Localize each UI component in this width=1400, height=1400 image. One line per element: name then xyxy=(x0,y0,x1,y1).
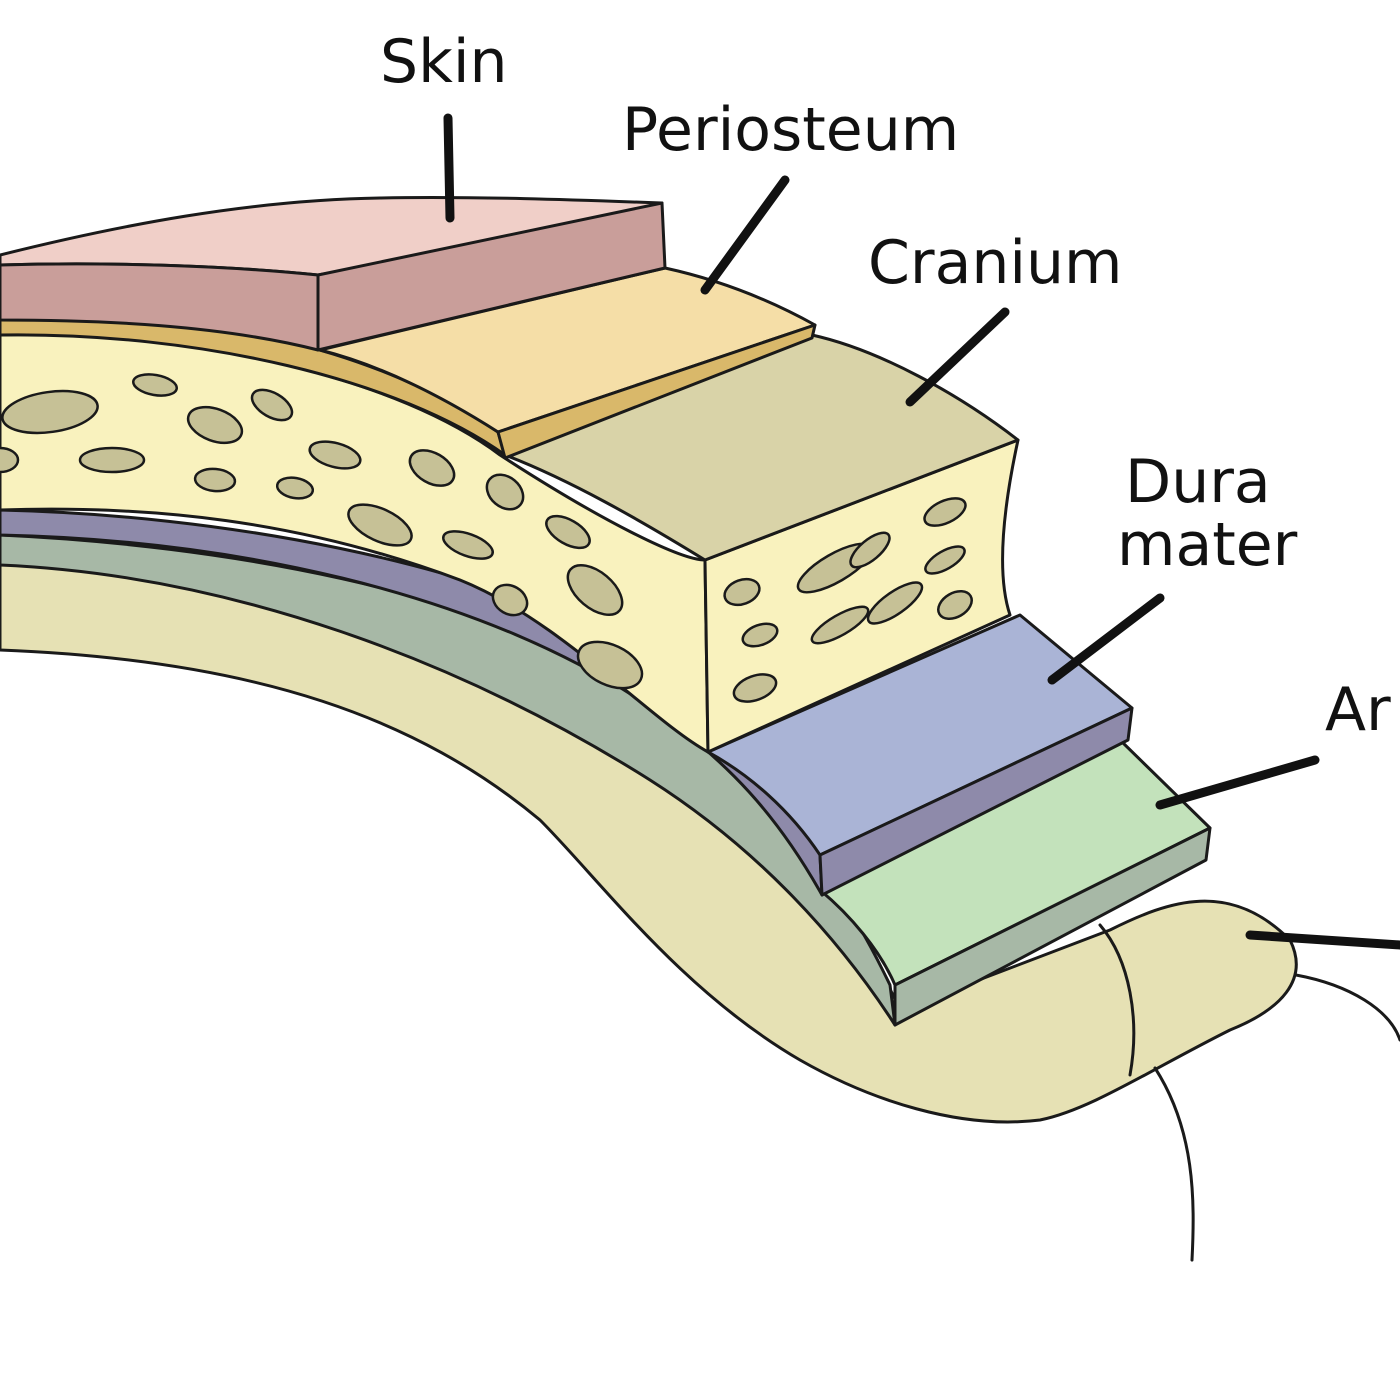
periosteum-leader-line xyxy=(700,175,790,295)
bone-cell xyxy=(193,467,237,493)
bone-cell xyxy=(849,531,891,569)
bone-cell xyxy=(485,473,525,511)
dura-leader-line xyxy=(1047,593,1165,685)
bone-cell xyxy=(566,563,624,617)
skin-front xyxy=(316,201,667,352)
bone-cell xyxy=(924,545,966,575)
bone-cell xyxy=(132,373,178,397)
bone-cell xyxy=(78,446,146,474)
bone-cell xyxy=(0,446,20,474)
bone-cell xyxy=(250,388,294,422)
bone-cell xyxy=(576,640,644,690)
bone-cell xyxy=(923,497,967,527)
arachnoid-front xyxy=(893,826,1212,1027)
bone-cell xyxy=(810,605,870,645)
cranium-top xyxy=(503,333,1020,562)
bone-cell xyxy=(491,583,529,617)
brain-fold-line xyxy=(1098,923,1136,1077)
brain-sulcus-line xyxy=(1153,1066,1195,1262)
bone-cell xyxy=(442,530,494,560)
cranium-leader-line xyxy=(905,307,1010,407)
pia-leader-line xyxy=(1245,930,1400,950)
label-arachnoid-partial: Ar xyxy=(1325,675,1391,745)
bone-cell xyxy=(408,449,456,487)
label-periosteum: Periosteum xyxy=(622,95,959,165)
bone-cell xyxy=(545,514,591,550)
bone-cell xyxy=(741,622,779,648)
dura-front xyxy=(818,706,1134,897)
bone-cell xyxy=(732,673,778,703)
label-dura-line1: Dura xyxy=(1125,447,1271,517)
periosteum-band-front xyxy=(496,323,817,460)
bone-cell xyxy=(308,440,362,470)
bone-cell xyxy=(186,405,244,445)
label-dura-line2: mater xyxy=(1117,510,1298,580)
label-cranium: Cranium xyxy=(868,228,1123,298)
label-skin: Skin xyxy=(380,27,508,97)
bone-cell xyxy=(347,503,413,547)
arachnoid-leader-line xyxy=(1155,755,1320,810)
bone-cell xyxy=(866,581,924,625)
bone-cell xyxy=(937,590,973,620)
bone-cell xyxy=(723,577,761,607)
spongy-bone-cells xyxy=(0,373,973,703)
skin-leader-line xyxy=(443,113,455,223)
brain-gyrus-line xyxy=(1294,973,1400,1042)
bone-cell xyxy=(1,389,99,435)
bone-cell xyxy=(275,476,315,500)
